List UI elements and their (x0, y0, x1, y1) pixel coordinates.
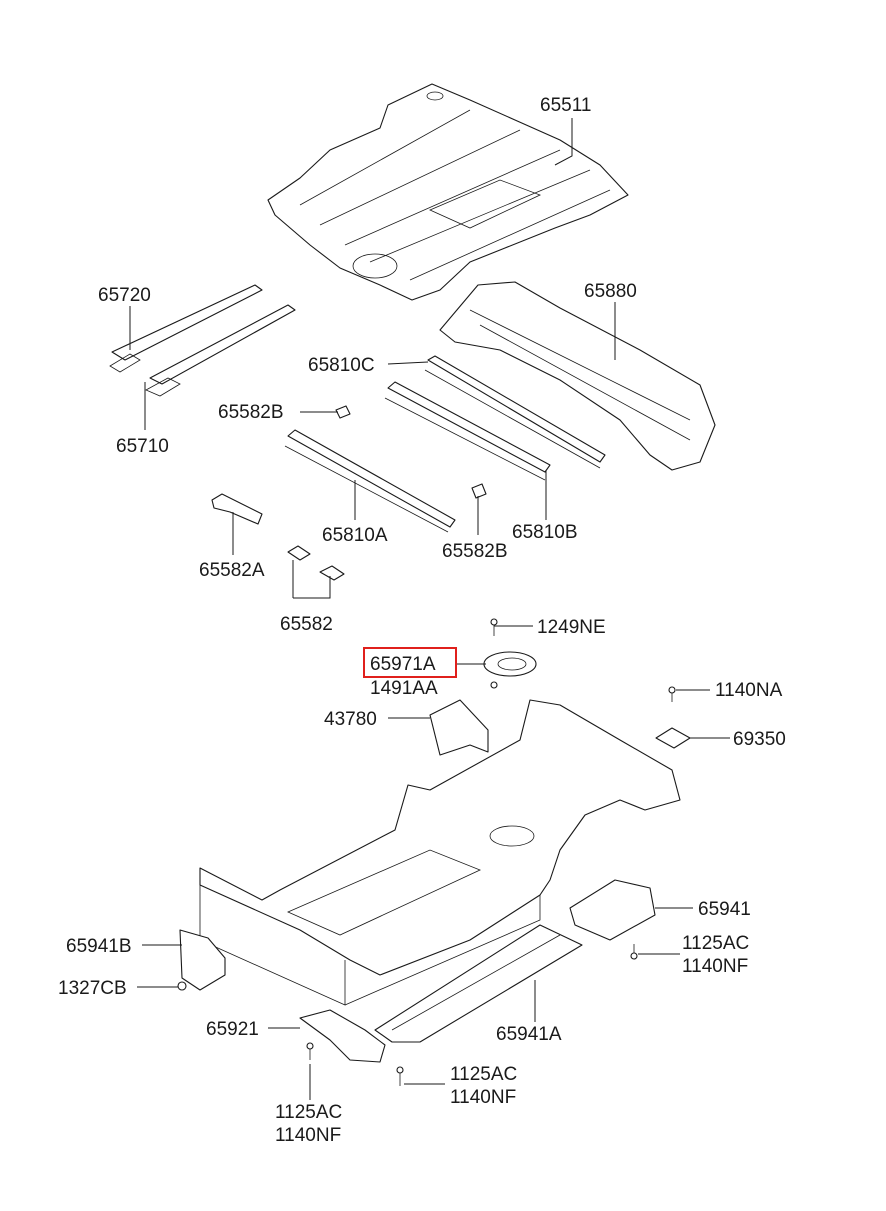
label-65941A: 65941A (496, 1024, 562, 1045)
plate-69350 (655, 727, 691, 749)
side-member-65710 (145, 304, 296, 397)
label-65582A: 65582A (199, 560, 265, 581)
label-1491AA: 1491AA (370, 678, 438, 699)
cross-member-65810A (284, 429, 456, 533)
label-65710: 65710 (116, 436, 169, 457)
cover-65941 (569, 879, 656, 941)
label-65810A: 65810A (322, 525, 388, 546)
bracket-43780 (429, 699, 489, 756)
label-1327CB: 1327CB (58, 978, 127, 999)
label-1140NA: 1140NA (715, 680, 783, 701)
highlight-box-65971A (363, 647, 457, 678)
label-1140NF-left: 1140NF (275, 1125, 341, 1146)
bolt-1249NE (490, 618, 498, 636)
bolt-1491AA (490, 681, 498, 689)
label-65582B-top: 65582B (218, 402, 284, 423)
label-65511: 65511 (540, 95, 591, 116)
bracket-65941B (179, 929, 226, 991)
cross-member-65810C (424, 355, 606, 469)
label-65921: 65921 (206, 1019, 259, 1040)
bracket-65921 (299, 1009, 386, 1063)
label-65720: 65720 (98, 285, 151, 306)
bracket-65582B-bottom (471, 483, 487, 499)
leader-lines (129, 118, 730, 1100)
label-1125AC-mid: 1125AC (450, 1064, 517, 1085)
bolt-1125AC-mid (396, 1066, 404, 1086)
bracket-65582 (287, 545, 345, 581)
bolt-1140NA (668, 686, 676, 702)
label-65880: 65880 (584, 281, 637, 302)
front-floor-pan (199, 699, 681, 1006)
label-1249NE: 1249NE (537, 617, 606, 638)
label-65971A: 65971A (370, 654, 436, 675)
label-65810B: 65810B (512, 522, 578, 543)
side-member-65720 (109, 284, 263, 373)
side-sill-65941A (374, 924, 583, 1043)
part-labels: 65511 65720 65710 65880 65810C 65582B 65… (58, 95, 786, 1146)
label-1140NF-right: 1140NF (682, 956, 748, 977)
label-1125AC-left: 1125AC (275, 1102, 342, 1123)
label-1125AC-right: 1125AC (682, 933, 749, 954)
bracket-65582B-top (335, 405, 351, 419)
rear-floor-pan-65511 (267, 83, 629, 301)
cover-65971A (483, 651, 537, 677)
label-69350: 69350 (733, 729, 786, 750)
label-1140NF-mid: 1140NF (450, 1087, 516, 1108)
label-65941: 65941 (698, 899, 751, 920)
label-65810C: 65810C (308, 355, 375, 376)
rear-cross-member-65880 (439, 281, 716, 471)
bolt-1327CB (177, 981, 187, 991)
label-65582: 65582 (280, 614, 333, 635)
cross-member-65810B (384, 381, 551, 481)
label-43780: 43780 (324, 709, 377, 730)
label-65582B-bottom: 65582B (442, 541, 508, 562)
bracket-65582A (211, 493, 263, 525)
label-65941B: 65941B (66, 936, 132, 957)
bolt-1125AC-left (306, 1042, 314, 1060)
bolt-1125AC-right (630, 944, 638, 960)
